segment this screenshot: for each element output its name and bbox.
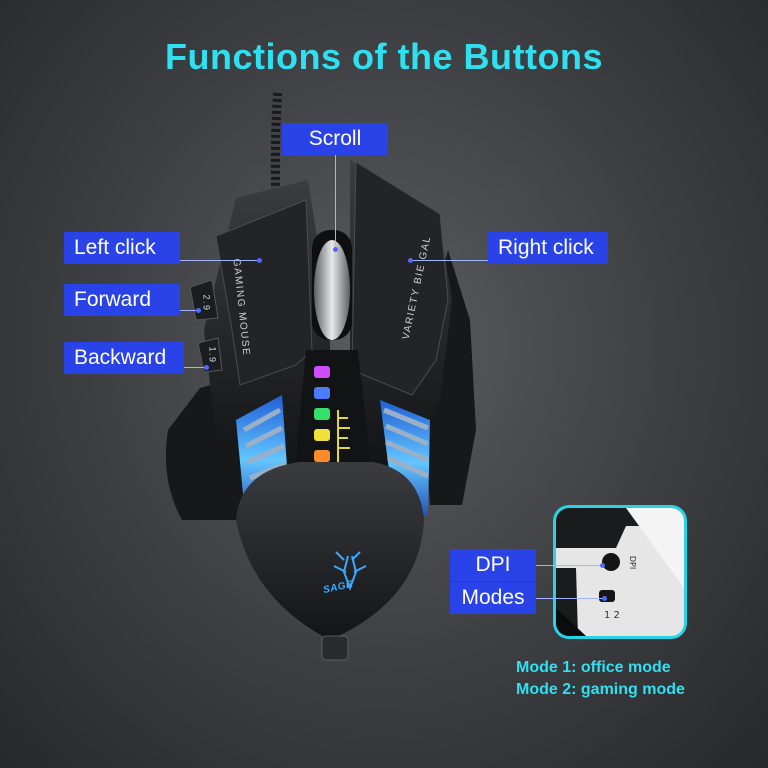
palm-rest <box>236 462 424 640</box>
dpi-label: DPI <box>450 549 536 581</box>
right-button <box>351 161 449 396</box>
deer-logo <box>333 551 367 591</box>
right-click-label: Right click <box>488 232 608 264</box>
left-button <box>215 199 313 386</box>
backward-leader-line <box>184 367 206 368</box>
left-click-marker <box>257 258 262 263</box>
bottom-detail-inset: DPI 1 2 <box>553 505 687 639</box>
side-button-print-backward: 1.9 <box>207 346 218 364</box>
dpi-print: DPI <box>628 555 638 570</box>
mode-switch <box>599 590 615 602</box>
right-click-marker <box>408 258 413 263</box>
forward-label: Forward <box>64 284 180 316</box>
backward-label: Backward <box>64 342 184 374</box>
modes-leader-line <box>536 598 604 599</box>
scroll-wheel <box>314 240 350 340</box>
scroll-marker <box>333 247 338 252</box>
page-title: Functions of the Buttons <box>165 36 603 77</box>
mode-note-gaming: Mode 2: gaming mode <box>516 681 685 698</box>
left-click-leader-line <box>180 260 260 261</box>
modes-label: Modes <box>450 582 536 614</box>
right-click-leader-line <box>410 260 488 261</box>
side-button-print-forward: 2.9 <box>201 294 212 312</box>
backward-marker <box>204 365 209 370</box>
left-click-label: Left click <box>64 232 180 264</box>
bottom-detail-illustration <box>556 508 684 636</box>
dpi-leader-line <box>536 565 602 566</box>
forward-marker <box>196 308 201 313</box>
scroll-leader-line <box>335 155 336 250</box>
forward-leader-line <box>180 310 198 311</box>
dpi-button <box>602 553 620 571</box>
mode-switch-positions: 1 2 <box>604 610 620 621</box>
backward-side-button <box>197 337 223 373</box>
dpi-marker <box>600 563 605 568</box>
modes-marker <box>602 596 607 601</box>
scroll-label: Scroll <box>282 123 388 155</box>
mode-note-office: Mode 1: office mode <box>516 659 671 676</box>
